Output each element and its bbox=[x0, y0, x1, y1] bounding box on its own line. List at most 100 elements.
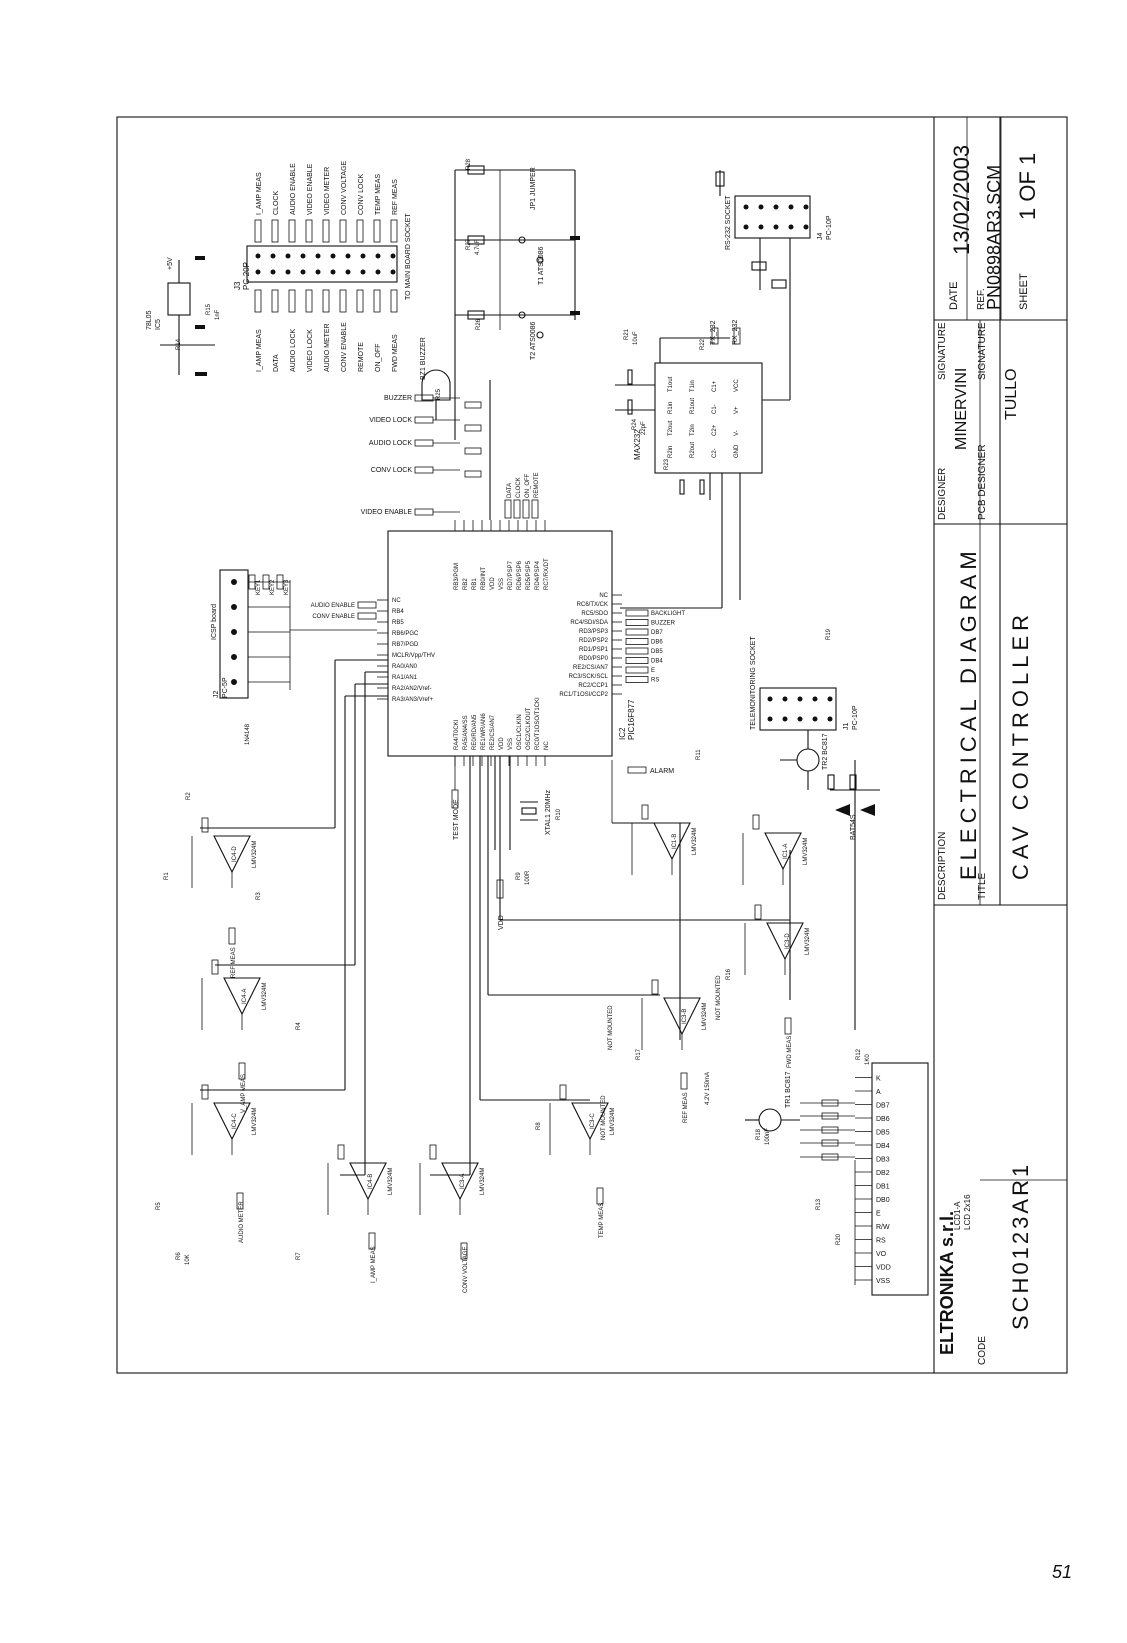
designer-value: MINERVINI bbox=[953, 368, 970, 450]
resistor-ref: R1 bbox=[164, 872, 170, 880]
icsp-j2: ICSP board J2 PC-5P bbox=[211, 569, 377, 699]
connector-pin bbox=[827, 696, 833, 702]
component-value: 1K0 bbox=[865, 1054, 871, 1065]
resistor-ref: R5 bbox=[156, 1202, 162, 1210]
net-flag bbox=[460, 1242, 468, 1260]
net-flag bbox=[322, 219, 330, 243]
jumper-label: T2 ATS0086 bbox=[530, 321, 537, 360]
connector-pin bbox=[231, 629, 237, 635]
header-pin bbox=[300, 269, 306, 275]
net-flag bbox=[236, 1192, 244, 1210]
header-pin bbox=[330, 269, 336, 275]
lcd-pin-label: K bbox=[876, 1076, 881, 1083]
mcu-pin-label: RE2/CS/AN7 bbox=[490, 714, 496, 750]
rs232-j4: RS-232 SOCKET J4 PC-10P bbox=[715, 170, 833, 300]
designer-label: DESIGNER bbox=[937, 468, 948, 520]
icsp-part: PC-5P bbox=[222, 677, 229, 698]
header-pin bbox=[375, 253, 381, 259]
resistor-ref: R16 bbox=[726, 968, 732, 980]
net-flag bbox=[271, 289, 279, 313]
connector-pin bbox=[231, 579, 237, 585]
net-flag-label: DB4 bbox=[651, 659, 663, 665]
net-flag-label: CONV LOCK bbox=[371, 467, 413, 474]
net-flag bbox=[625, 676, 649, 683]
max232-pin-label: C1+ bbox=[712, 380, 718, 392]
net-flag-label: BUZZER bbox=[384, 395, 412, 402]
opamp-part: LMV324M bbox=[252, 841, 258, 868]
mcu-pin-label: RC3/SCK/SCL bbox=[569, 674, 609, 680]
connector-pin bbox=[812, 696, 818, 702]
component-value: 1nF bbox=[215, 309, 221, 320]
net-flag-label: DATA bbox=[507, 483, 513, 498]
lcd-part: LCD 2x16 bbox=[963, 1194, 972, 1230]
net-flag bbox=[627, 766, 647, 774]
net-flag-label: TEST MODE bbox=[453, 799, 460, 840]
lcd-ref: LCD1-A bbox=[953, 1201, 962, 1230]
battery-diode: BAT54S bbox=[850, 814, 857, 840]
resistor-ref: R14 bbox=[176, 338, 182, 350]
mcu-pin-label: RE0/RD/AN5 bbox=[472, 714, 478, 750]
net-flag bbox=[513, 499, 521, 519]
header-top-label: CLOCK bbox=[273, 191, 280, 215]
header-pin bbox=[300, 253, 306, 259]
header-top-label: AUDIO ENABLE bbox=[290, 163, 297, 215]
connector-pin bbox=[773, 224, 779, 230]
mcu-pin-label: RA5/AN4/SS bbox=[463, 715, 469, 750]
net-flag bbox=[339, 289, 347, 313]
header-note: TO MAIN BOARD SOCKET bbox=[405, 213, 412, 300]
opamp-symbol bbox=[663, 997, 701, 1036]
connector-pin bbox=[231, 679, 237, 685]
net-flag bbox=[356, 219, 364, 243]
mcu-pin-label: RB0/INT bbox=[481, 567, 487, 590]
net-flag bbox=[522, 499, 530, 519]
connector-pin bbox=[812, 716, 818, 722]
crystal: XTAL1 20MHz bbox=[494, 756, 552, 850]
max232-part: MAX232 bbox=[633, 429, 642, 460]
title-label: TITLE bbox=[977, 872, 988, 900]
net-flag bbox=[271, 219, 279, 243]
connector-pin bbox=[743, 224, 749, 230]
max232-pin-label: GND bbox=[734, 444, 740, 458]
component-value: 4.2V 150mA bbox=[705, 1072, 711, 1105]
mcu-pin-label: RC2/CCP1 bbox=[578, 683, 608, 689]
sheet-border bbox=[116, 116, 1068, 1374]
measurement-label: I_AMP MEAS bbox=[371, 1246, 377, 1283]
transistor-tr2: TR2 BC817 bbox=[822, 733, 829, 770]
max232-pin-label: VCC bbox=[734, 379, 740, 392]
opamp-part: LMV324M bbox=[805, 928, 811, 955]
net-flag bbox=[625, 647, 649, 655]
code-label: CODE bbox=[977, 1336, 988, 1365]
net-flag bbox=[254, 289, 262, 313]
pcb-signature-label: SIGNATURE bbox=[977, 322, 988, 380]
header-pin bbox=[390, 269, 396, 275]
resistor-ref: R25 bbox=[436, 388, 442, 400]
connector-pin bbox=[797, 716, 803, 722]
net-flag bbox=[238, 1062, 246, 1080]
lcd-pin-label: E bbox=[876, 1211, 881, 1218]
net-flag-label: ON_OFF bbox=[525, 473, 531, 498]
resistor-ref: R12 bbox=[856, 1048, 862, 1060]
header-pin bbox=[285, 269, 291, 275]
measurement-label: CONV VOLTAGE bbox=[463, 1247, 469, 1293]
max232-pin-label: R1out bbox=[690, 398, 696, 414]
jumper-label: JP1 JUMPER bbox=[530, 167, 537, 210]
net-flag-label: AUDIO ENABLE bbox=[311, 603, 355, 609]
resistor-ref: R22 bbox=[700, 338, 706, 350]
connector-pin bbox=[797, 696, 803, 702]
mcu-pin-label: RD7/PSP7 bbox=[508, 560, 514, 590]
resistor-ref: R27 bbox=[466, 238, 472, 250]
connector-pin bbox=[758, 224, 764, 230]
opamp-ref: IC4-B bbox=[368, 1174, 374, 1189]
net-flag-label: RS bbox=[651, 678, 659, 684]
lcd-pin-label: DB4 bbox=[876, 1143, 890, 1150]
header-top-label: CONV LOCK bbox=[358, 173, 365, 215]
connector-pin bbox=[758, 204, 764, 210]
resistor-ref: R26 bbox=[476, 318, 482, 330]
opamp-symbol bbox=[213, 1102, 251, 1141]
header-top-label: REF MEAS bbox=[392, 179, 399, 215]
net-flag bbox=[504, 499, 512, 519]
header-bottom-label: FWD MEAS bbox=[392, 334, 399, 372]
